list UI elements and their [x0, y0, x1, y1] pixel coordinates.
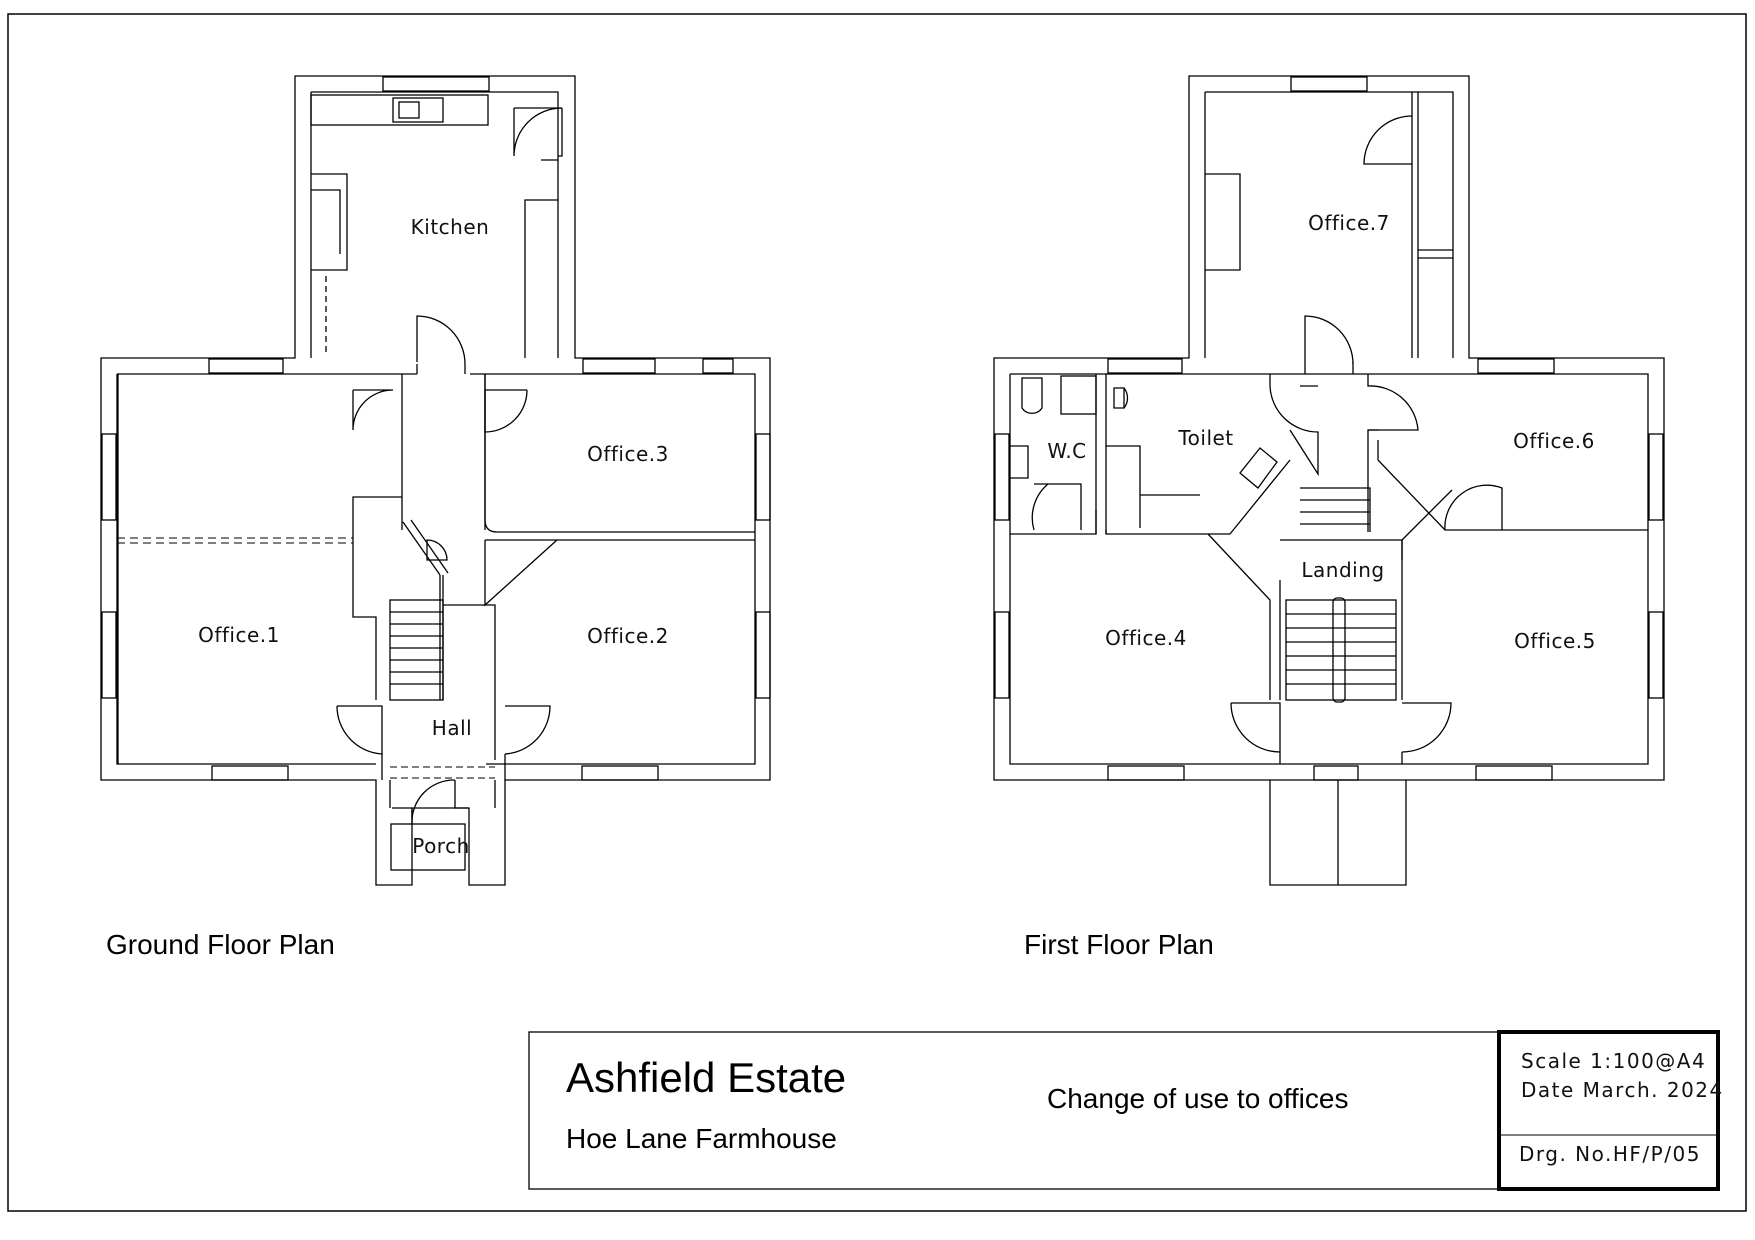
sheet-border	[7, 13, 1747, 1212]
first-floor-title: First Floor Plan	[1024, 929, 1214, 960]
room-label-landing: Landing	[1301, 558, 1384, 582]
ff-outer-wall	[993, 75, 1665, 781]
room-label-porch: Porch	[412, 834, 470, 858]
first-floor-labels: Office.7 W.C Toilet Office.6 Landing Off…	[1047, 211, 1596, 653]
client-name: Ashfield Estate	[566, 1054, 847, 1101]
ground-floor-title: Ground Floor Plan	[106, 929, 335, 960]
ground-floor-plan	[100, 75, 771, 886]
room-label-wc: W.C	[1047, 439, 1086, 463]
scale-text: Scale 1:100@A4	[1521, 1049, 1707, 1073]
room-label-office4: Office.4	[1105, 626, 1187, 650]
room-label-office2: Office.2	[587, 624, 669, 648]
room-label-kitchen: Kitchen	[411, 215, 490, 239]
first-floor-plan	[993, 75, 1665, 886]
title-block	[528, 1030, 1720, 1191]
drawing-number: Drg. No.HF/P/05	[1519, 1142, 1701, 1166]
room-label-office7: Office.7	[1308, 211, 1390, 235]
room-label-office1: Office.1	[198, 623, 280, 647]
site-name: Hoe Lane Farmhouse	[566, 1123, 837, 1154]
room-label-hall: Hall	[432, 716, 472, 740]
date-text: Date March. 2024	[1521, 1078, 1724, 1102]
room-label-office3: Office.3	[587, 442, 669, 466]
gf-inner-wall	[116, 373, 402, 765]
ground-floor-labels: Kitchen Office.3 Office.1 Office.2 Hall …	[198, 215, 669, 858]
project-description: Change of use to offices	[1047, 1083, 1349, 1114]
room-label-toilet: Toilet	[1177, 426, 1233, 450]
gf-outer-wall	[100, 75, 771, 886]
room-label-office5: Office.5	[1514, 629, 1596, 653]
room-label-office6: Office.6	[1513, 429, 1595, 453]
